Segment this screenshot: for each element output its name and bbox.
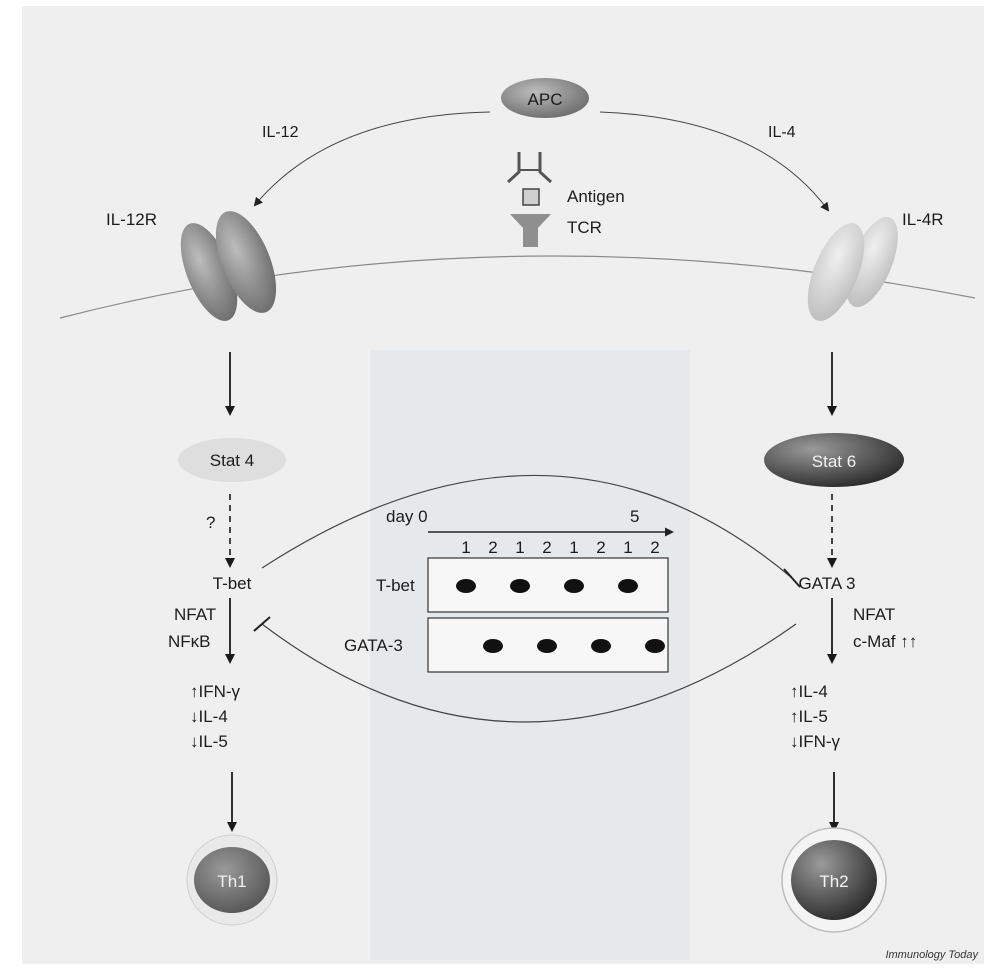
right-factor-2: c-Maf ↑↑ [853,632,917,651]
gata3-label: GATA 3 [798,574,855,593]
apc-shape [501,78,589,118]
blot-lane-label: 2 [488,538,497,557]
stat4-shape [178,438,286,482]
stat6-label: Stat 6 [812,452,856,471]
stat6-shape [764,433,904,487]
il12r-icon [180,211,277,321]
tbet-band [618,579,638,593]
tcr-icon [510,214,551,247]
blot-lane-label: 1 [623,538,632,557]
th2-effect-1: ↑IL-4 [790,682,828,701]
th1-effect-2: ↓IL-4 [190,707,228,726]
apc-label: APC [528,90,563,109]
blot-lane-label: 2 [542,538,551,557]
question-mark: ? [206,513,215,532]
blot-bands-gata3 [483,639,665,653]
tcr-label: TCR [567,218,602,237]
right-factor-1: NFAT [853,605,895,624]
mhc-icon [506,152,553,184]
left-factor-2: NFκB [168,632,211,651]
il4-arrow [599,111,830,212]
stat4-label: Stat 4 [210,451,254,470]
il12-arrow [253,111,491,207]
gata3-inhibition-bar [253,616,271,632]
credit-label: Immunology Today [885,949,979,961]
blot-day-end: 5 [630,507,639,526]
th1-effect-1: ↑IFN-γ [190,682,241,701]
il12-label: IL-12 [262,124,299,141]
il4r-icon [807,216,898,321]
gata3-band [537,639,557,653]
th1-effect-3: ↓IL-5 [190,732,228,751]
blot-row1-label: T-bet [376,576,415,595]
th2-label: Th2 [819,872,848,891]
gata3-band [645,639,665,653]
blot-lane-label: 2 [596,538,605,557]
tbet-band [564,579,584,593]
gata3-band [591,639,611,653]
tbet-inhibition-bar [783,568,801,588]
th2-effect-2: ↑IL-5 [790,707,828,726]
il4r-label: IL-4R [902,210,944,229]
gata3-inhibits-tbet-arc [261,623,797,723]
blot-day-start: day 0 [386,507,428,526]
blot-row2-label: GATA-3 [344,636,403,655]
blot-lane-label: 2 [650,538,659,557]
antigen-label: Antigen [567,187,625,206]
th2-effect-3: ↓IFN-γ [790,732,841,751]
blot-lane-label: 1 [515,538,524,557]
blot-lane-label: 1 [569,538,578,557]
th2-cell [781,827,887,933]
th1-label: Th1 [217,872,246,891]
tbet-band [510,579,530,593]
tbet-inhibits-gata3-arc [261,474,793,579]
il4-label: IL-4 [768,124,796,141]
antigen-icon [522,188,540,206]
gata3-band [483,639,503,653]
blot-lane-label: 1 [461,538,470,557]
blot-bands-tbet [456,579,638,593]
il12r-label: IL-12R [106,210,157,229]
th1-cell [186,834,278,926]
left-factor-1: NFAT [174,605,216,624]
tbet-label: T-bet [213,574,252,593]
tbet-band [456,579,476,593]
